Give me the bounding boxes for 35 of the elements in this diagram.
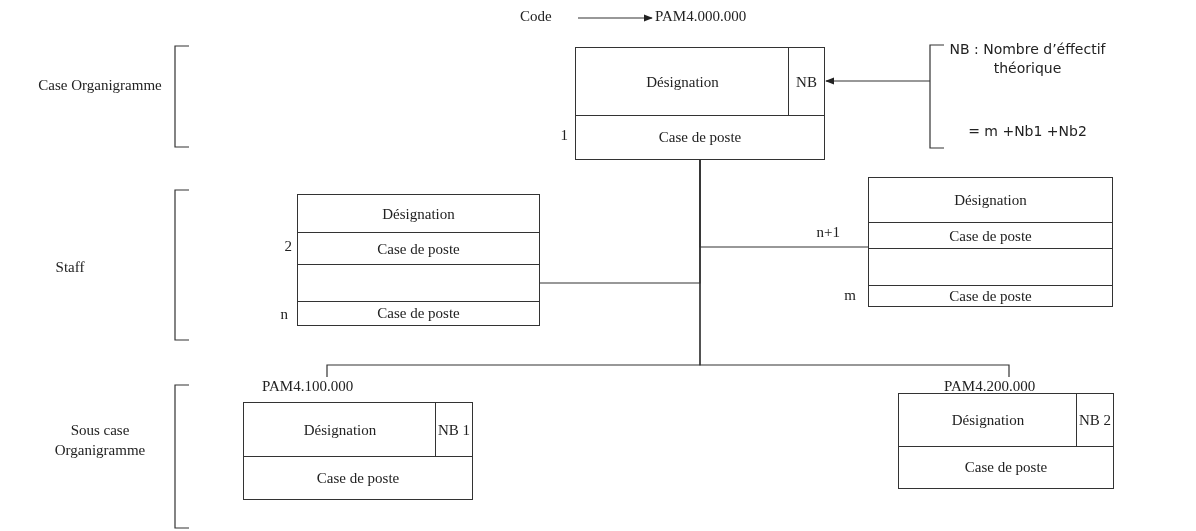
table-cell: Désignation bbox=[869, 178, 1112, 223]
table-cell: Case de poste bbox=[244, 456, 472, 499]
table-cell: Case de poste bbox=[576, 115, 824, 159]
table-cell: NB bbox=[788, 48, 824, 116]
table-cell: Case de poste bbox=[298, 232, 539, 265]
code-text: PAM4.100.000 bbox=[262, 378, 392, 398]
code-text: PAM4.000.000 bbox=[655, 8, 765, 28]
arrow bbox=[825, 77, 931, 85]
section-label: Case Organigramme bbox=[37, 76, 163, 95]
note-text: NB : Nombre d’éffectif théorique bbox=[948, 40, 1107, 78]
row-number: n bbox=[279, 306, 288, 323]
table-cell: Désignation bbox=[298, 195, 539, 233]
row-number: 1 bbox=[559, 127, 568, 144]
code-text: Code bbox=[520, 8, 570, 28]
section-label: Staff bbox=[54, 258, 86, 277]
org-box bbox=[575, 47, 825, 160]
row-number: 2 bbox=[283, 238, 292, 255]
table-cell: Désignation bbox=[576, 48, 789, 116]
table-cell: Désignation bbox=[244, 403, 436, 457]
org-box bbox=[868, 177, 1113, 307]
row-number: m bbox=[843, 287, 856, 304]
table-cell: Case de poste bbox=[869, 285, 1112, 306]
table-cell: Case de poste bbox=[899, 446, 1113, 488]
table-cell: Case de poste bbox=[869, 222, 1112, 249]
section-label: Sous case Organigramme bbox=[53, 421, 147, 461]
arrow bbox=[577, 14, 653, 22]
org-box bbox=[243, 402, 473, 500]
org-box bbox=[898, 393, 1114, 489]
org-box bbox=[297, 194, 540, 326]
table-cell: NB 2 bbox=[1076, 394, 1113, 447]
table-cell: NB 1 bbox=[435, 403, 472, 457]
row-number: n+1 bbox=[815, 224, 840, 241]
connector-line bbox=[699, 159, 1010, 378]
formula-text: = m +Nb1 +Nb2 bbox=[967, 122, 1088, 141]
table-cell: Case de poste bbox=[298, 301, 539, 325]
